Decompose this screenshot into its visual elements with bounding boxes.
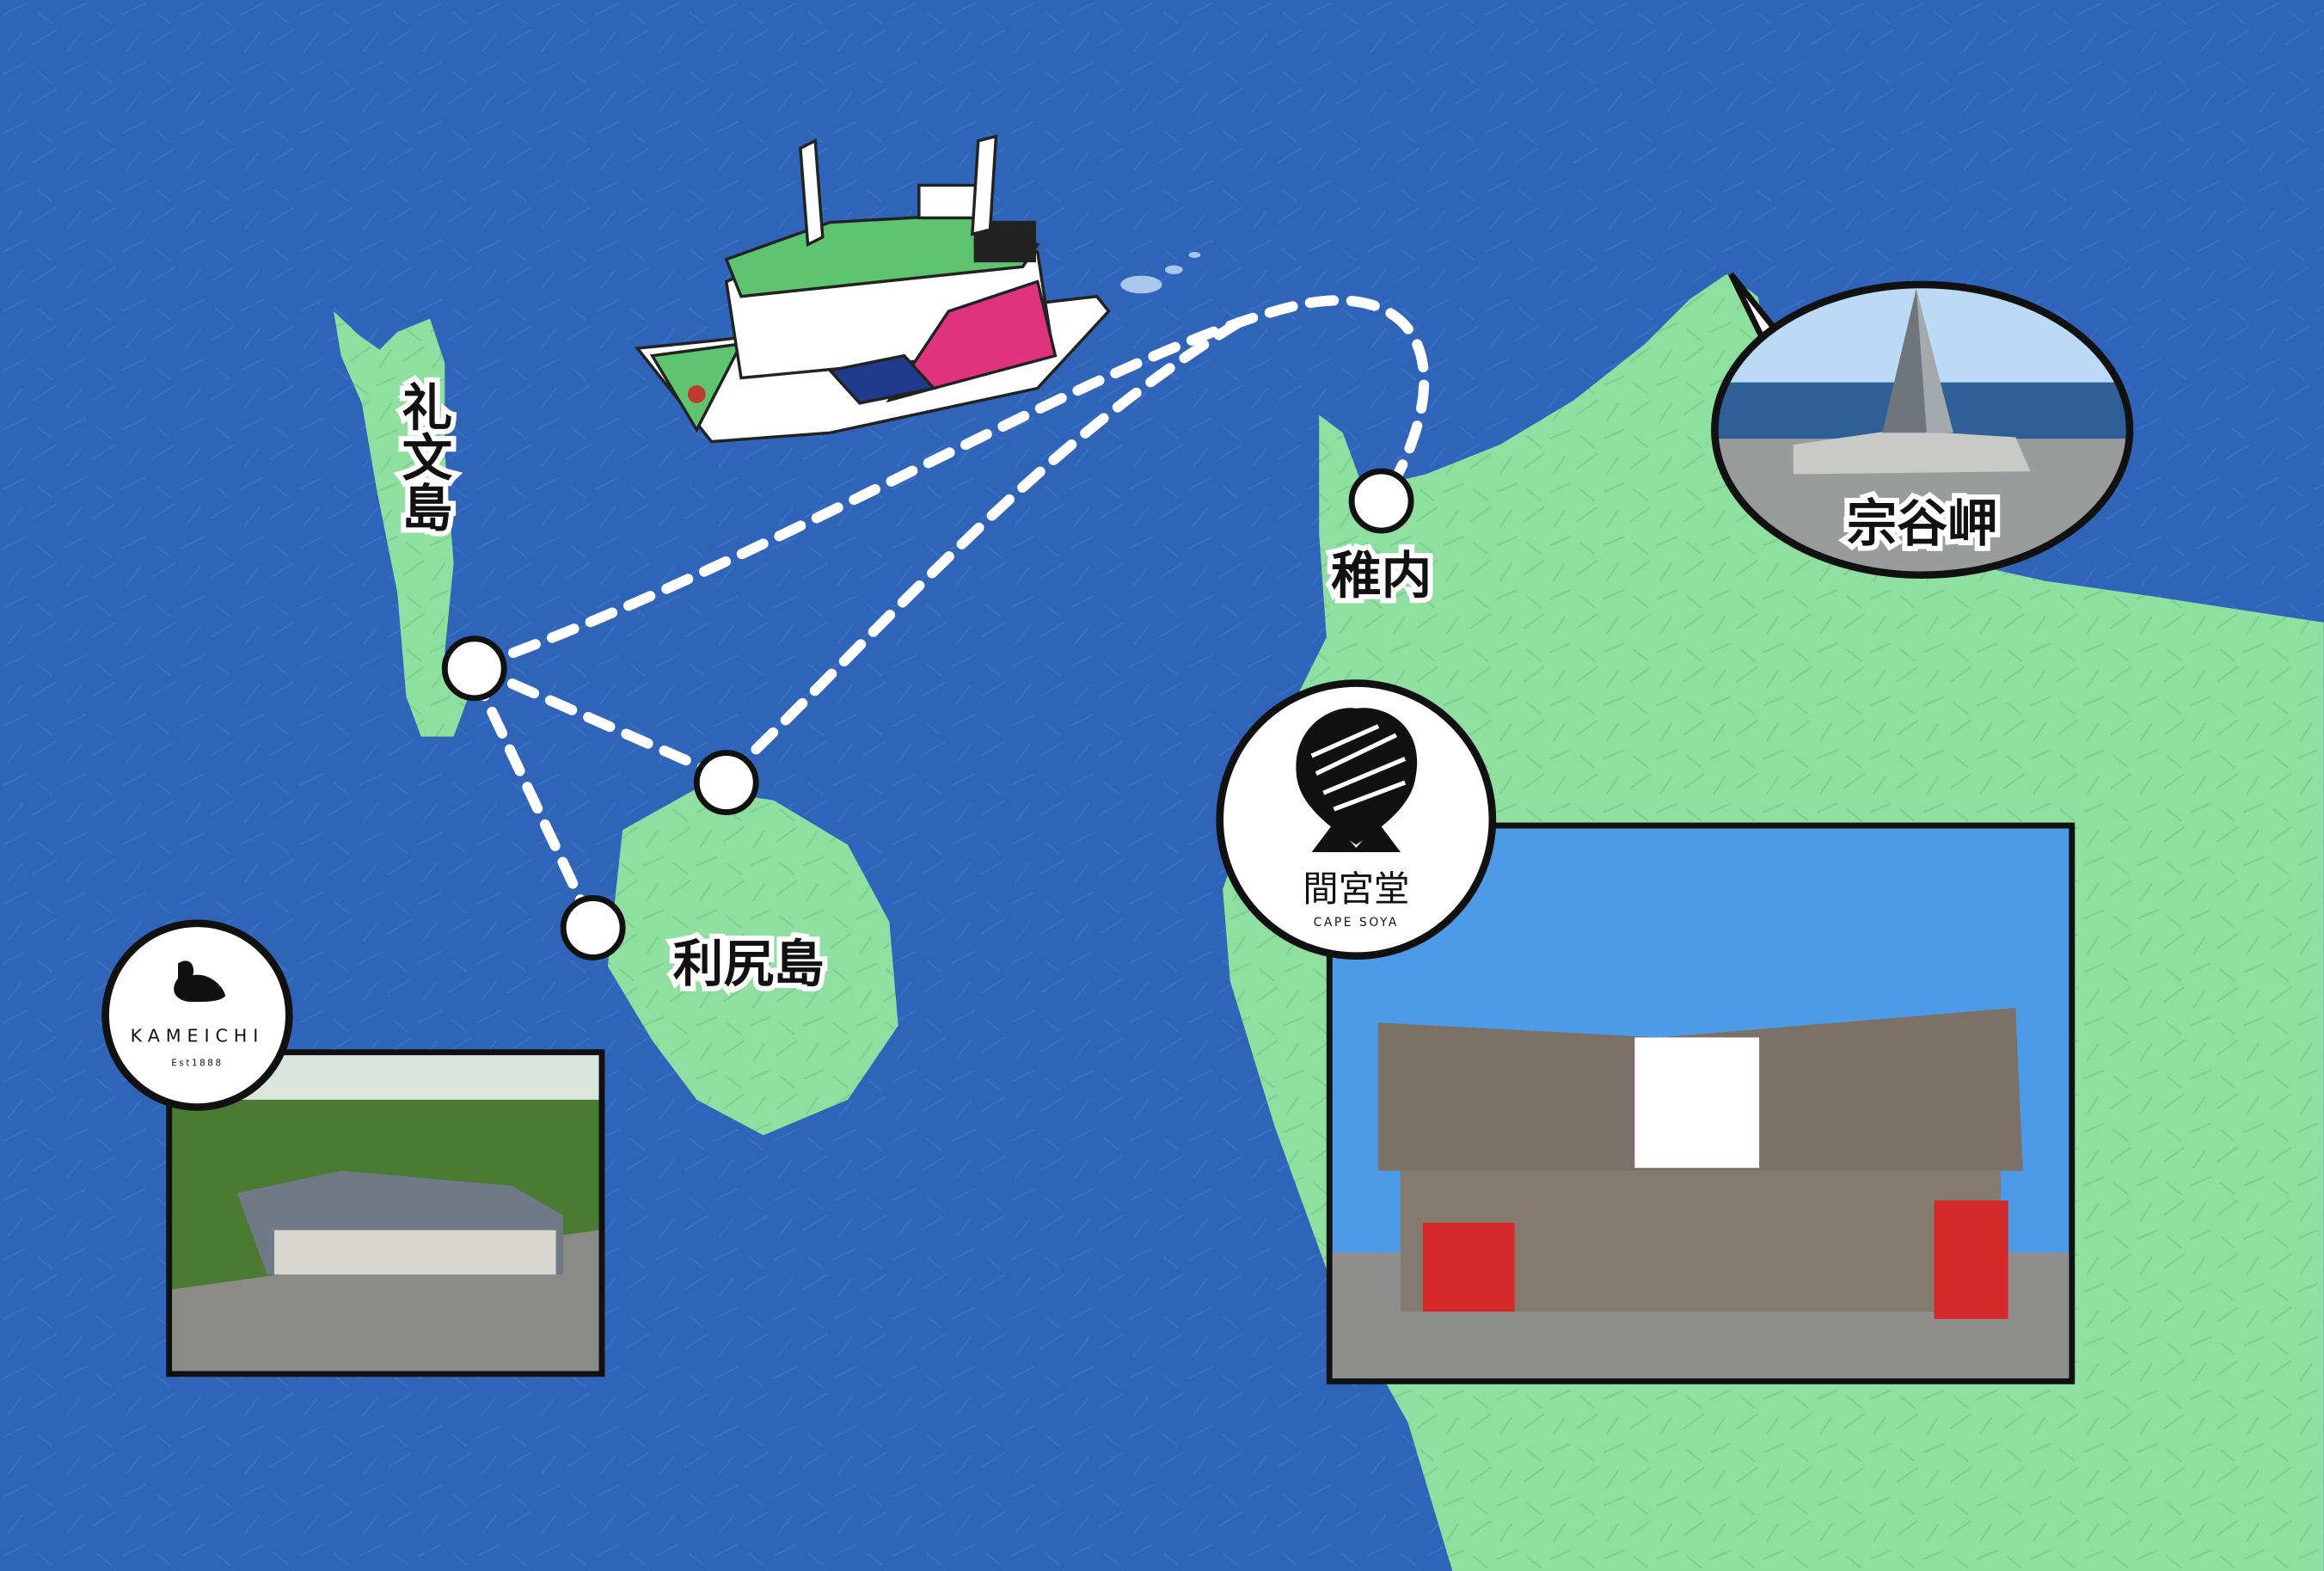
scallop-icon [1296, 708, 1418, 845]
ferry-icon [635, 134, 1201, 444]
route-rebun-rishiri [469, 661, 732, 783]
port-rishiri-west[interactable] [560, 895, 626, 960]
kameichi-est: Est1888 [171, 1058, 223, 1068]
route-rebun-wakkanai [469, 295, 1430, 672]
mamiyado-logo[interactable]: 間宮堂 CAPE SOYA [1216, 679, 1497, 960]
ports [441, 468, 1414, 960]
rebun-island [334, 310, 469, 737]
label-rebun: 礼文島 [393, 381, 451, 532]
kameichi-logo[interactable]: KAMEICHI Est1888 [101, 919, 293, 1111]
kameichi-photo[interactable] [166, 1049, 605, 1378]
mamiyado-name: 間宮堂 [1303, 868, 1409, 910]
mamiyado-sub: CAPE SOYA [1314, 916, 1399, 930]
turtle-icon [174, 960, 226, 1003]
rishiri-island [607, 788, 898, 1136]
port-rebun[interactable] [441, 635, 507, 702]
label-rishiri: 利尻島 [673, 935, 825, 993]
mamiyado-photo[interactable] [1326, 822, 2076, 1384]
port-rishiri-north[interactable] [693, 750, 759, 815]
port-wakkanai[interactable] [1348, 468, 1414, 534]
label-soya-cape: 宗谷岬 [1847, 494, 1998, 553]
route-rishiri-wakkanai [721, 313, 1251, 783]
label-wakkanai: 稚内 [1331, 546, 1432, 604]
ferry-routes [469, 295, 1430, 932]
kameichi-name: KAMEICHI [131, 1026, 265, 1046]
route-rebun-rishiri-south [469, 669, 598, 932]
